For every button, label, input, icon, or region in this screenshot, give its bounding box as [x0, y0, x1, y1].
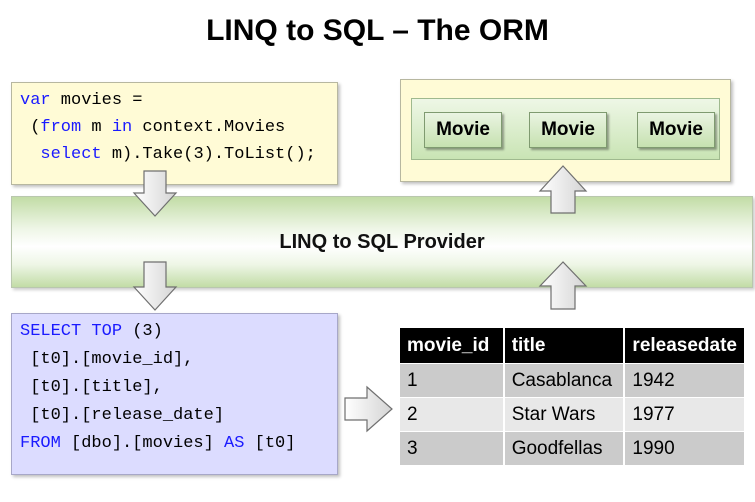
code-text: (3)	[122, 322, 163, 341]
result-table: movie_id title releasedate 1 Casablanca …	[400, 328, 746, 465]
table-row: 1 Casablanca 1942	[400, 363, 746, 398]
table-cell: 1	[400, 363, 505, 398]
column-header: releasedate	[624, 328, 746, 364]
column-header: movie_id	[400, 328, 505, 364]
table-cell: 3	[400, 431, 505, 465]
table-cell: 2	[400, 397, 505, 432]
code-text: m).Take(3).ToList();	[101, 145, 316, 164]
keyword: SELECT TOP	[20, 322, 123, 341]
movie-entity-3: Movie	[637, 112, 715, 148]
linq-to-sql-provider: LINQ to SQL Provider	[11, 196, 753, 288]
table-cell: Goodfellas	[503, 431, 626, 465]
code-text: [t0].[release_date]	[20, 406, 225, 425]
code-text: [t0].[title],	[20, 378, 163, 397]
entities-collection: Movie Movie Movie	[411, 98, 720, 160]
table-cell: 1942	[624, 363, 746, 398]
arrow-right-icon	[344, 385, 393, 433]
table-cell: 1977	[624, 397, 746, 432]
table-row: 2 Star Wars 1977	[400, 397, 746, 432]
code-text: [t0]	[244, 434, 296, 453]
keyword: in	[111, 118, 133, 137]
code-text: (	[20, 118, 41, 137]
column-header: title	[503, 328, 626, 364]
code-text: m	[81, 118, 112, 137]
table-header-row: movie_id title releasedate	[400, 328, 746, 364]
entities-box: Movie Movie Movie	[400, 79, 731, 182]
code-text: movies =	[50, 91, 143, 110]
code-text: [t0].[movie_id],	[20, 350, 194, 369]
arrow-down-icon	[132, 261, 178, 311]
keyword: select	[40, 145, 102, 164]
arrow-up-icon	[538, 165, 588, 214]
linq-query-code: var movies = (from m in context.Movies s…	[20, 87, 316, 168]
provider-label: LINQ to SQL Provider	[279, 231, 485, 253]
keyword: var	[20, 91, 51, 110]
table-cell: Casablanca	[503, 363, 626, 398]
movie-entity-1: Movie	[424, 112, 502, 148]
sql-query-code: SELECT TOP (3) [t0].[movie_id], [t0].[ti…	[20, 318, 295, 458]
movie-entity-2: Movie	[529, 112, 607, 148]
keyword: from	[40, 118, 82, 137]
arrow-down-icon	[132, 170, 178, 217]
code-text: [dbo].[movies]	[60, 434, 225, 453]
sql-query-box: SELECT TOP (3) [t0].[movie_id], [t0].[ti…	[11, 313, 338, 475]
arrow-up-icon	[538, 261, 588, 310]
linq-query-box: var movies = (from m in context.Movies s…	[11, 82, 338, 185]
keyword: FROM	[20, 434, 61, 453]
page-title: LINQ to SQL – The ORM	[206, 14, 549, 47]
keyword: AS	[224, 434, 245, 453]
table-cell: 1990	[624, 431, 746, 465]
code-text: context.Movies	[132, 118, 286, 137]
table-row: 3 Goodfellas 1990	[400, 431, 746, 465]
table-cell: Star Wars	[503, 397, 626, 432]
